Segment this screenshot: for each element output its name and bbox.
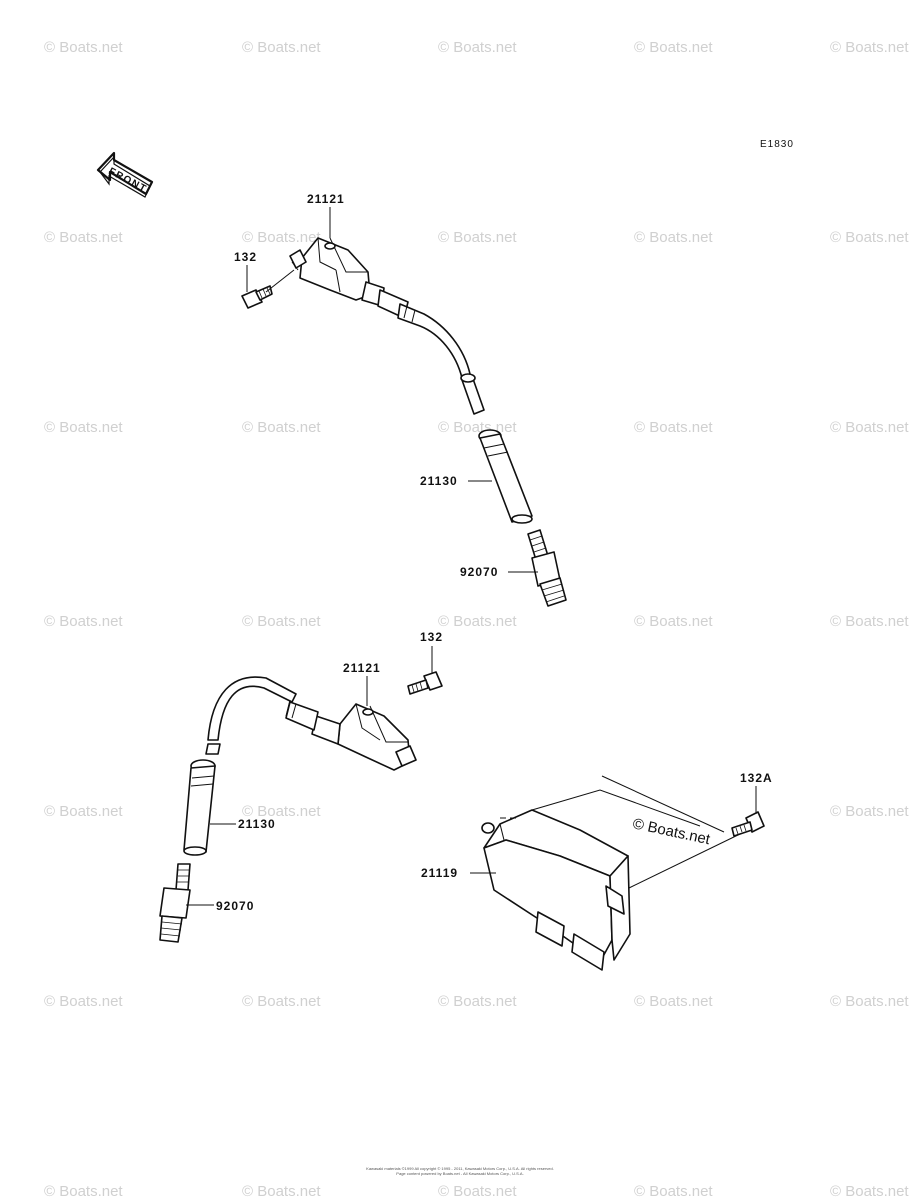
ignition-coil-lower xyxy=(205,676,417,771)
spark-plug-lower xyxy=(159,863,191,943)
watermark: © Boats.net xyxy=(634,419,713,436)
watermark: © Boats.net xyxy=(438,39,517,56)
watermark: © Boats.net xyxy=(830,39,909,56)
part-label-132-upper: 132 xyxy=(234,250,257,264)
part-label-132a: 132A xyxy=(740,771,773,785)
part-label-21130-lower: 21130 xyxy=(238,817,276,831)
footer-line-2: Page content powered by Boats.net - All … xyxy=(396,1171,524,1176)
part-label-21121-lower: 21121 xyxy=(343,661,381,675)
part-label-92070-upper: 92070 xyxy=(460,565,498,579)
spark-plug-cap-upper xyxy=(478,429,533,524)
watermark: © Boats.net xyxy=(634,613,713,630)
watermark: © Boats.net xyxy=(830,229,909,246)
watermark: © Boats.net xyxy=(242,39,321,56)
watermark: © Boats.net xyxy=(242,229,321,246)
part-label-21130-upper: 21130 xyxy=(420,474,458,488)
watermark: © Boats.net xyxy=(44,229,123,246)
watermark: © Boats.net xyxy=(44,993,123,1010)
bolt-upper xyxy=(241,285,273,309)
part-label-21121-upper: 21121 xyxy=(307,192,345,206)
watermark: © Boats.net xyxy=(634,229,713,246)
watermark: © Boats.net xyxy=(438,419,517,436)
watermark: © Boats.net xyxy=(44,613,123,630)
watermark: © Boats.net xyxy=(242,993,321,1010)
watermark: © Boats.net xyxy=(830,993,909,1010)
watermark: © Boats.net xyxy=(438,229,517,246)
front-arrow-icon: FRONT xyxy=(96,151,154,198)
part-label-92070-lower: 92070 xyxy=(216,899,254,913)
watermark: © Boats.net xyxy=(830,1183,909,1200)
spark-plug-upper xyxy=(527,529,567,607)
diagram-code: E1830 xyxy=(760,139,794,150)
watermark-overlay: © Boats.net xyxy=(631,815,712,848)
part-label-21119: 21119 xyxy=(421,866,458,880)
part-label-132-lower: 132 xyxy=(420,630,443,644)
watermark-grid: © Boats.net © Boats.net © Boats.net © Bo… xyxy=(44,39,909,1200)
footer-line-1: Kawasaki materials ©1999 All copyright ©… xyxy=(366,1166,554,1171)
watermark: © Boats.net xyxy=(44,419,123,436)
watermark: © Boats.net xyxy=(830,803,909,820)
watermark: © Boats.net xyxy=(44,1183,123,1200)
watermark: © Boats.net xyxy=(634,993,713,1010)
watermark: © Boats.net xyxy=(634,39,713,56)
watermark: © Boats.net xyxy=(242,613,321,630)
copyright-footer: Kawasaki materials ©1999 All copyright ©… xyxy=(330,1166,590,1176)
watermark: © Boats.net xyxy=(438,993,517,1010)
watermark: © Boats.net xyxy=(438,1183,517,1200)
spark-plug-cap-lower xyxy=(183,759,216,856)
watermark: © Boats.net xyxy=(44,803,123,820)
ignition-coil-upper xyxy=(289,237,485,415)
watermark: © Boats.net xyxy=(634,1183,713,1200)
watermark: © Boats.net xyxy=(242,419,321,436)
watermark: © Boats.net xyxy=(242,803,321,820)
bolt-lower xyxy=(407,671,443,695)
watermark: © Boats.net xyxy=(242,1183,321,1200)
igniter-bolt xyxy=(731,811,765,837)
watermark: © Boats.net xyxy=(44,39,123,56)
watermark: © Boats.net xyxy=(830,613,909,630)
watermark: © Boats.net xyxy=(830,419,909,436)
igniter-unit xyxy=(481,789,701,971)
watermark: © Boats.net xyxy=(438,613,517,630)
